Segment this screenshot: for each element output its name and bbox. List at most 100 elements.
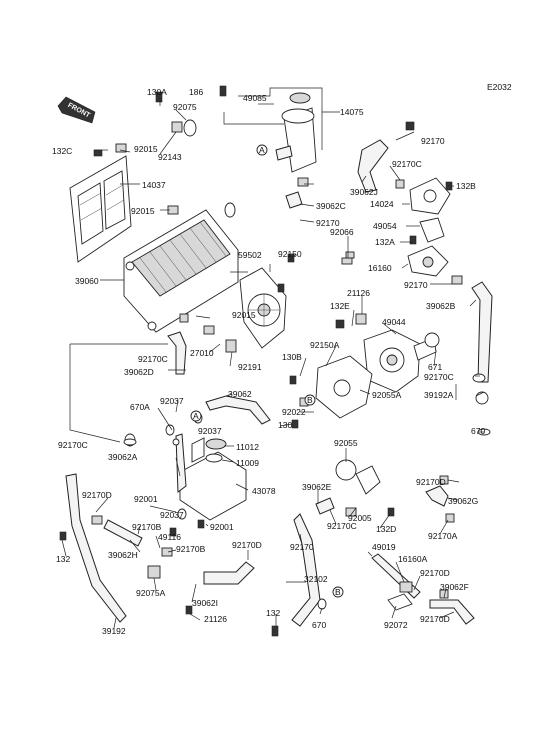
diagram-code: E2032 [487,82,512,92]
label-92170C-e: 92170C [327,521,357,531]
label-49019: 49019 [372,542,396,552]
label-92191: 92191 [238,362,262,372]
label-132C: 132C [52,146,72,156]
label-92170C-d: 92170C [58,440,88,450]
label-92170-a: 92170 [421,136,445,146]
label-92170C-a: 92170C [392,159,422,169]
label-16160: 16160 [368,263,392,273]
front-arrow-badge: FRONT [57,96,96,124]
label-49054: 49054 [373,221,397,231]
label-130B: 130B [282,352,302,362]
label-92075A: 92075A [136,588,166,598]
svg-text:A: A [193,411,199,421]
label-21126-b: 21126 [204,614,227,624]
ref-circle-a2: A [190,410,202,422]
label-39062G: 39062G [448,496,478,506]
hose-39062G [425,485,449,507]
hose-39062F [429,599,475,625]
ref-circle-a1: A [256,144,268,156]
label-14037: 14037 [142,180,166,190]
hose-39062J [357,139,389,193]
hose-39062A [175,433,187,493]
hose-39062D [167,331,187,375]
pipe-39192 [65,473,127,623]
label-92001-b: 92001 [210,522,234,532]
label-132-b: 132 [266,608,280,618]
thermostat-housing [275,92,317,173]
label-39062A: 39062A [108,452,138,462]
label-92037-b: 92037 [198,426,222,436]
water-pump [363,329,440,393]
label-92150A: 92150A [310,340,340,350]
radiator-cover [69,155,132,263]
label-92055A: 92055A [372,390,402,400]
label-92037-a: 92037 [160,396,184,406]
ref-circle-b2: B [332,586,344,598]
label-92072: 92072 [384,620,408,630]
label-92022: 92022 [282,407,306,417]
label-39192: 39192 [102,626,126,636]
label-43078: 43078 [252,486,276,496]
label-39062C: 39062C [316,201,346,211]
label-14024: 14024 [370,199,394,209]
label-186: 186 [189,87,203,97]
label-39062F: 39062F [440,582,469,592]
label-92170C-c: 92170C [138,354,168,364]
label-39192A: 39192A [424,390,454,400]
label-132E: 132E [330,301,350,311]
label-59502: 59502 [238,250,262,260]
label-27010: 27010 [190,348,214,358]
label-671: 671 [428,362,442,372]
label-49044: 49044 [382,317,406,327]
label-39062: 39062 [228,389,252,399]
label-132B: 132B [456,181,476,191]
cooling-fan [239,267,287,349]
label-92170C-b: 92170C [424,372,454,382]
ref-circle-b1: B [304,394,316,406]
label-92170D-a: 92170D [416,477,446,487]
hose-39062C [285,191,303,209]
label-11012: 11012 [236,442,259,452]
hose-39062B [471,281,493,383]
label-92015-c: 92015 [232,310,256,320]
svg-text:B: B [335,587,341,597]
label-39062B: 39062B [426,301,456,311]
label-92150: 92150 [278,249,302,259]
label-92066: 92066 [330,227,354,237]
label-92170B-b: 92170B [176,544,206,554]
thermostat-parts [407,177,451,277]
label-132A: 132A [375,237,395,247]
label-49116: 49116 [158,532,181,542]
label-92170D-c: 92170D [232,540,262,550]
label-92015-a: 92015 [134,144,158,154]
label-92170D-d: 92170D [420,568,450,578]
label-11009: 11009 [236,458,259,468]
hose-39062 [205,395,271,425]
label-92170-c: 92170 [404,280,428,290]
label-49085: 49085 [243,93,267,103]
label-130A: 130A [147,87,167,97]
label-132-a: 132 [56,554,70,564]
label-92037-c: 92037 [160,510,184,520]
label-130: 130 [278,420,292,430]
part-labels: 130A 186 49085 14075 92075 132C 92015 92… [52,87,485,636]
label-92015-b: 92015 [131,206,155,216]
label-92005: 92005 [348,513,372,523]
label-670A: 670A [130,402,150,412]
label-670-b: 670 [312,620,326,630]
hose-39062H [103,519,143,547]
label-92170B-a: 92170B [132,522,162,532]
label-39062J: 39062J [350,187,378,197]
label-132D: 132D [376,524,396,534]
label-21126-a: 21126 [347,288,370,298]
pump-cover [315,355,373,419]
leader-lines [61,87,485,629]
label-92055: 92055 [334,438,358,448]
label-92001-a: 92001 [134,494,158,504]
svg-text:A: A [259,145,265,155]
label-39060: 39060 [75,276,99,286]
label-92143: 92143 [158,152,182,162]
label-92075: 92075 [173,102,197,112]
label-16160A: 16160A [398,554,428,564]
